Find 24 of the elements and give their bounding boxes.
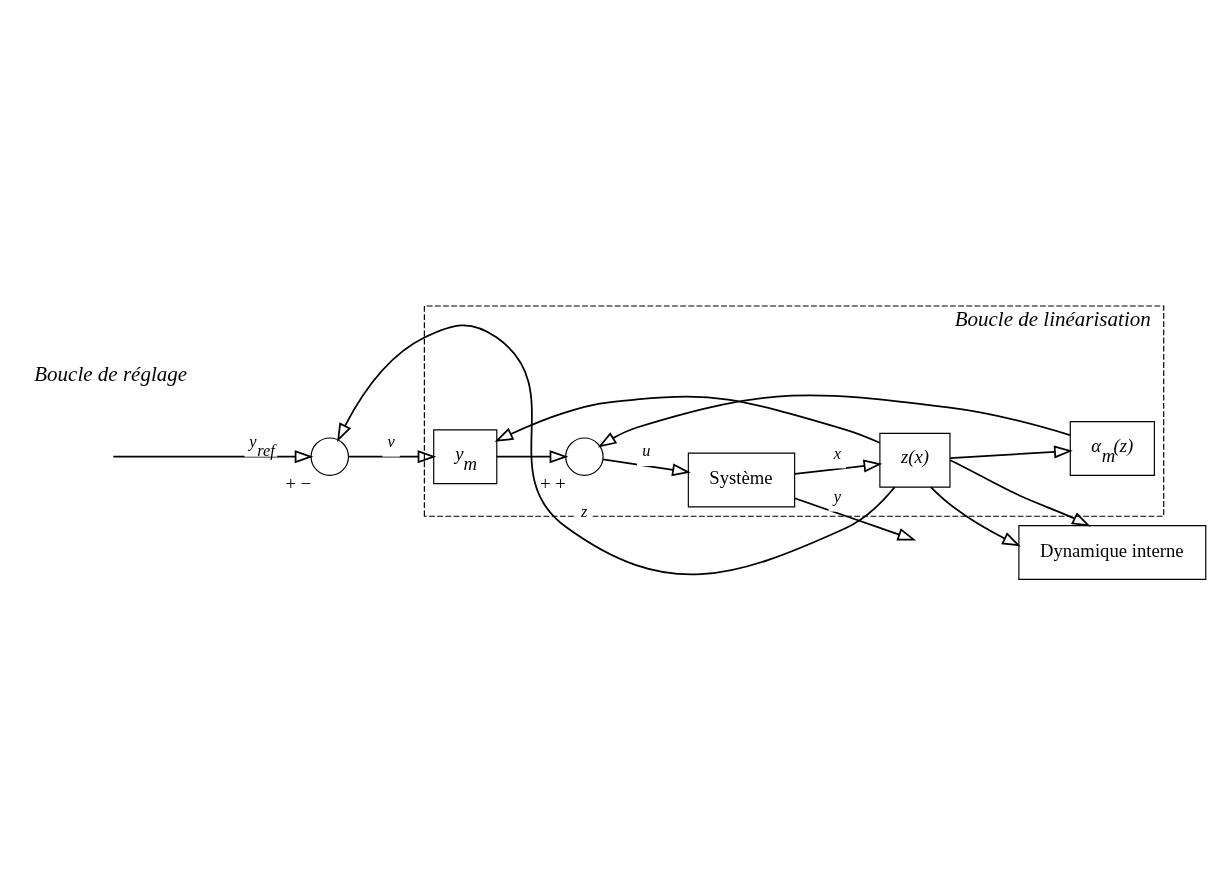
arrow xyxy=(495,449,569,463)
node-box: z(x) xyxy=(879,432,951,488)
arrow xyxy=(949,458,1091,527)
arrow xyxy=(794,459,883,475)
label: Boucle de réglage xyxy=(34,361,188,386)
arrow xyxy=(930,485,1021,546)
edge-label: x xyxy=(833,443,842,463)
arrow xyxy=(597,393,1071,448)
node-box: Système xyxy=(687,452,796,507)
node-box: Dynamique interne xyxy=(1018,524,1207,580)
arrow xyxy=(602,457,691,476)
node-circle xyxy=(565,436,604,476)
arrow xyxy=(337,323,896,575)
node-label: + + xyxy=(540,472,566,494)
edge-label: y xyxy=(833,486,842,506)
arrow xyxy=(112,449,314,463)
node-label: + − xyxy=(285,472,312,494)
arrow xyxy=(949,444,1073,459)
edge-label: v xyxy=(387,431,395,451)
arrow xyxy=(348,449,437,463)
edge-label: u xyxy=(642,440,651,460)
node-circle xyxy=(310,436,350,476)
arrow xyxy=(494,395,881,444)
arrow xyxy=(793,496,917,541)
